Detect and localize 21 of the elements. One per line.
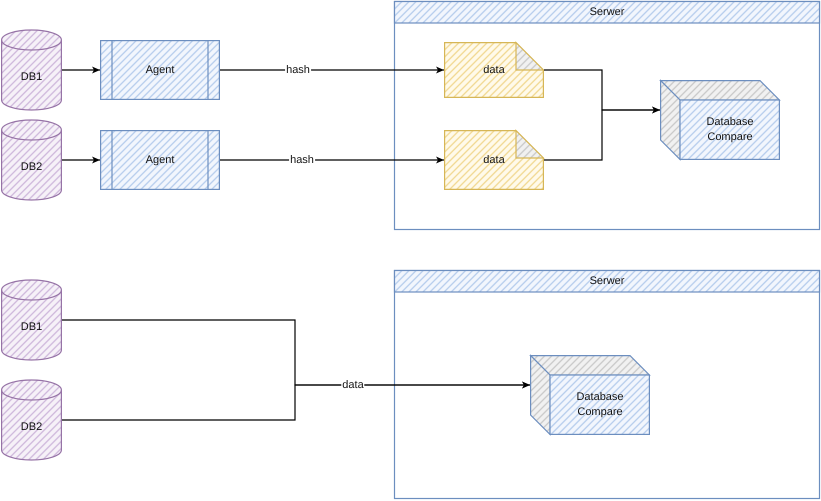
- arrow: [544, 106, 660, 161]
- node-label: DB1: [20, 320, 42, 334]
- node-label: DB1: [20, 70, 42, 84]
- edge-label: data: [341, 379, 365, 391]
- node-label: Database Compare: [705, 115, 755, 145]
- arrow: [62, 382, 530, 421]
- node-label: data: [483, 62, 505, 78]
- container-title: Serwer: [590, 6, 624, 18]
- arrow: [62, 156, 100, 164]
- arrow: [220, 66, 444, 74]
- edge-label: hash: [289, 154, 315, 166]
- node-label: DB2: [20, 160, 42, 174]
- node-label: Database Compare: [575, 390, 625, 420]
- node-label: Agent: [146, 152, 174, 168]
- edge-label: hash: [285, 64, 311, 76]
- arrow: [62, 66, 100, 74]
- arrow: [220, 156, 444, 164]
- node-label: DB2: [20, 420, 42, 434]
- node-label: data: [483, 152, 505, 168]
- container-title: Serwer: [590, 275, 624, 287]
- node-label: Agent: [146, 62, 174, 78]
